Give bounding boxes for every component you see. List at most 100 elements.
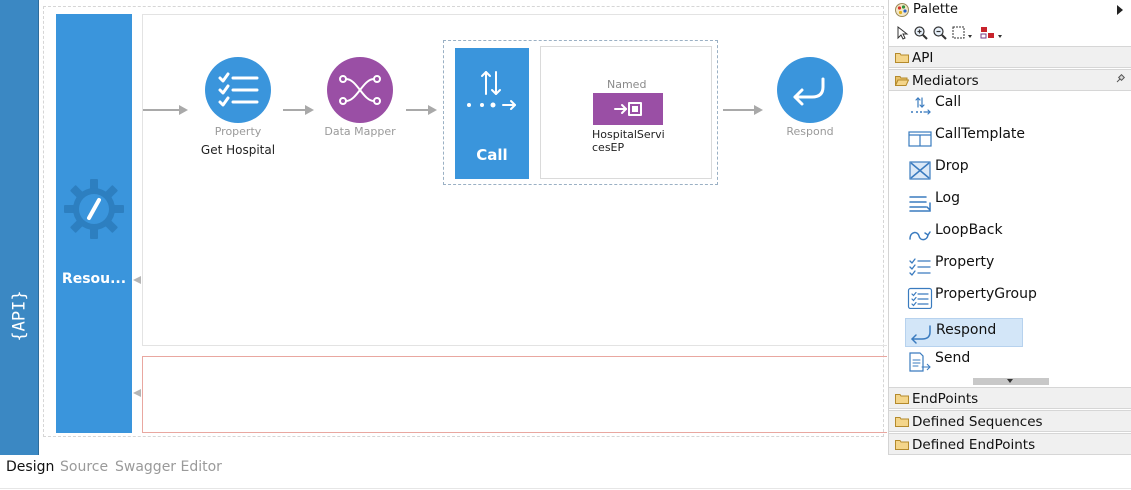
drawer-label: Defined EndPoints	[912, 437, 1036, 453]
call-mediator-group[interactable]: Call Named HospitalServicesEP	[443, 40, 718, 185]
property-mediator-circle	[205, 57, 271, 123]
pin-icon[interactable]	[1115, 74, 1125, 84]
palette-item-label: Respond	[936, 322, 997, 338]
property-mediator[interactable]: Property Get Hospital	[188, 57, 288, 157]
zoom-out-icon[interactable]	[932, 25, 948, 41]
loopback-icon	[909, 231, 931, 241]
palette-item-label: Call	[935, 94, 962, 110]
flow-arrow	[406, 105, 437, 115]
call-icon	[911, 97, 931, 115]
palette-item-label: LoopBack	[935, 222, 1003, 238]
drawer-endpoints[interactable]: EndPoints	[889, 387, 1131, 409]
drawer-label: EndPoints	[912, 391, 979, 407]
flow-arrow	[723, 105, 763, 115]
zoom-in-icon[interactable]	[913, 25, 929, 41]
palette-scroll-handle[interactable]	[973, 378, 1049, 385]
palette-item-label: Property	[935, 254, 995, 270]
editor-tabs: Design Source Swagger Editor	[0, 455, 1131, 490]
palette-item-label: Log	[935, 190, 961, 206]
flow-arrow	[143, 105, 188, 115]
palette-title: Palette	[913, 2, 959, 17]
palette-panel: Palette	[889, 0, 1131, 455]
call-mediator[interactable]: Call	[455, 48, 529, 179]
folder-icon	[895, 53, 909, 63]
endpoint-type-label: Named	[607, 78, 647, 91]
call-label: Call	[476, 146, 508, 164]
palette-header: Palette	[889, 0, 1131, 20]
select-tool-icon[interactable]	[895, 25, 909, 41]
palette-item-label: Drop	[935, 158, 969, 174]
endpoint-container[interactable]: Named HospitalServicesEP	[540, 46, 712, 179]
respond-icon	[911, 325, 931, 344]
mediator-kind: Respond	[786, 125, 834, 138]
drawer-api[interactable]: API	[889, 46, 1131, 68]
tab-source[interactable]: Source	[60, 459, 109, 475]
palette-item-label: Send	[935, 350, 971, 366]
design-canvas[interactable]: Resou...	[39, 0, 889, 455]
marquee-tool-icon[interactable]	[951, 25, 973, 41]
drawer-label: API	[912, 50, 934, 66]
folder-icon	[895, 417, 909, 427]
respond-mediator-circle	[777, 57, 843, 123]
mediator-kind: Data Mapper	[324, 125, 396, 138]
drawer-defined-endpoints[interactable]: Defined EndPoints	[889, 433, 1131, 455]
drawer-label: Mediators	[912, 73, 979, 89]
respond-mediator[interactable]: Respond	[760, 57, 860, 138]
call-template-icon	[908, 131, 932, 147]
drawer-defined-sequences[interactable]: Defined Sequences	[889, 410, 1131, 432]
in-sequence[interactable]	[142, 14, 887, 346]
call-arrows-icon	[467, 71, 516, 110]
api-strip-label: {API}	[10, 290, 30, 341]
send-icon	[909, 352, 931, 372]
folder-icon	[895, 440, 909, 450]
palette-item-call[interactable]: Call	[905, 91, 1023, 119]
palette-item-respond[interactable]: Respond	[905, 318, 1023, 347]
property-icon	[909, 258, 931, 276]
api-icon: {API}	[10, 290, 30, 341]
palette-toolbar	[889, 21, 1131, 45]
endpoint-name: HospitalServicesEP	[592, 128, 665, 152]
named-endpoint-icon[interactable]	[593, 93, 663, 125]
property-group-icon	[907, 287, 933, 309]
palette-item-property[interactable]: Property	[905, 251, 1023, 279]
tabs-divider	[0, 488, 1131, 489]
mediator-description: Get Hospital	[200, 143, 276, 157]
flow-arrow	[283, 105, 314, 115]
fault-sequence[interactable]	[142, 356, 887, 433]
palette-item-label: PropertyGroup	[935, 286, 1037, 302]
data-mapper-circle	[327, 57, 393, 123]
palette-item-send[interactable]: Send	[905, 347, 1023, 375]
drop-icon	[909, 161, 931, 180]
folder-icon	[895, 394, 909, 404]
connection-tool-icon[interactable]	[979, 25, 1003, 41]
palette-item-propertygroup[interactable]: PropertyGroup	[905, 283, 1037, 311]
palette-item-drop[interactable]: Drop	[905, 155, 1023, 183]
palette-item-loopback[interactable]: LoopBack	[905, 219, 1023, 247]
return-arrow	[133, 389, 141, 397]
tab-design[interactable]: Design	[6, 459, 55, 475]
resource-gear-icon	[64, 179, 124, 239]
drawer-mediators[interactable]: Mediators	[889, 69, 1131, 91]
palette-item-label: CallTemplate	[935, 126, 1026, 142]
resource-label: Resou...	[61, 271, 127, 287]
log-icon	[909, 196, 931, 212]
scroll-down-icon	[1007, 379, 1013, 383]
data-mapper-icon	[339, 75, 381, 105]
palette-item-log[interactable]: Log	[905, 187, 1023, 215]
property-list-icon	[218, 72, 259, 107]
api-strip[interactable]: {API}	[0, 0, 39, 455]
palette-item-calltemplate[interactable]: CallTemplate	[905, 123, 1026, 151]
drawer-label: Defined Sequences	[912, 414, 1043, 430]
api-resource-frame	[43, 6, 884, 437]
mediator-kind: Property	[214, 125, 262, 138]
return-arrow	[133, 276, 141, 284]
palette-icon	[895, 3, 909, 17]
folder-open-icon	[895, 76, 909, 86]
respond-return-icon	[793, 77, 825, 106]
endpoint-enter-icon	[614, 102, 642, 116]
palette-collapse-icon[interactable]	[1117, 5, 1123, 15]
tab-swagger-editor[interactable]: Swagger Editor	[115, 459, 222, 475]
data-mapper-mediator[interactable]: Data Mapper	[310, 57, 410, 138]
resource-block[interactable]: Resou...	[56, 14, 132, 433]
